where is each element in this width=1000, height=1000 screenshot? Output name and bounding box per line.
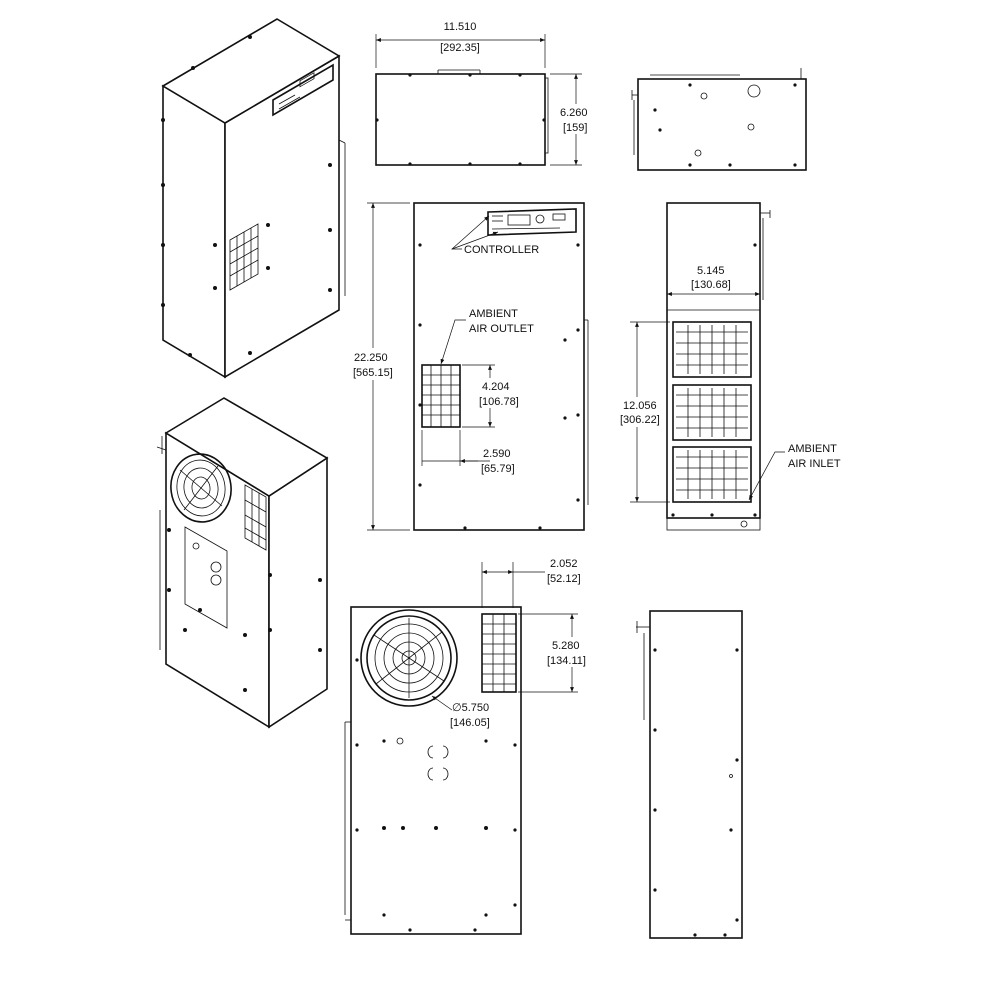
controller-panel xyxy=(487,208,577,236)
front-view xyxy=(413,202,589,531)
side-inlet-view xyxy=(666,202,771,531)
height-dimension: 22.250 [565.15] xyxy=(352,202,410,531)
inlet-height-inches: 12.056 xyxy=(623,400,657,412)
front-outlet-grille xyxy=(421,364,461,428)
top-width-dimension: 11.510 [292.35] xyxy=(375,21,546,68)
top-width-inches: 11.510 xyxy=(444,21,477,33)
inlet-height-mm: [306.22] xyxy=(620,414,660,426)
isometric-front-grille xyxy=(229,223,259,291)
outlet-label-line2: AIR OUTLET xyxy=(469,323,534,335)
controller-label: CONTROLLER xyxy=(464,244,539,256)
inlet-filter-bottom xyxy=(672,446,752,503)
outlet-height-dimension: 4.204 [106.78] xyxy=(462,364,520,428)
fan-diameter-inches: ∅5.750 xyxy=(452,702,489,714)
rear-grille-width-mm: [52.12] xyxy=(547,573,581,585)
inlet-filter-top xyxy=(672,321,752,378)
isometric-front-view xyxy=(161,18,346,379)
fan-diameter-mm: [146.05] xyxy=(450,717,490,729)
bottom-view xyxy=(631,68,807,171)
top-view xyxy=(375,69,549,166)
outlet-height-inches: 4.204 xyxy=(482,381,510,393)
rear-fan-grille xyxy=(360,609,458,707)
rear-grille-height-inches: 5.280 xyxy=(552,640,580,652)
side-width-mm: [130.68] xyxy=(691,279,731,291)
inlet-height-dimension: 12.056 [306.22] xyxy=(618,321,670,503)
outlet-callout: AMBIENT AIR OUTLET xyxy=(440,308,534,365)
outlet-offset-mm: [65.79] xyxy=(481,463,515,475)
side-view xyxy=(636,610,743,939)
side-width-dimension: 5.145 [130.68] xyxy=(666,262,761,300)
inlet-callout: AMBIENT AIR INLET xyxy=(748,443,841,501)
top-width-mm: [292.35] xyxy=(440,42,480,54)
inlet-label-line2: AIR INLET xyxy=(788,458,841,470)
inlet-label-line1: AMBIENT xyxy=(788,443,837,455)
outlet-label-line1: AMBIENT xyxy=(469,308,518,320)
rear-grille-width-dimension: 2.052 [52.12] xyxy=(481,558,581,608)
inlet-filter-middle xyxy=(672,384,752,441)
top-depth-inches: 6.260 xyxy=(560,107,588,119)
height-inches: 22.250 xyxy=(354,352,388,364)
outlet-height-mm: [106.78] xyxy=(479,396,519,408)
rear-exhaust-grille xyxy=(481,613,517,693)
side-width-inches: 5.145 xyxy=(697,265,725,277)
isometric-rear-view xyxy=(156,397,329,729)
rear-grille-height-mm: [134.11] xyxy=(547,655,586,667)
top-depth-mm: [159] xyxy=(563,122,587,134)
rear-grille-height-dimension: 5.280 [134.11] xyxy=(518,613,594,693)
isometric-rear-grille xyxy=(244,484,267,551)
rear-grille-width-inches: 2.052 xyxy=(550,558,578,570)
outlet-offset-dimension: 2.590 [65.79] xyxy=(421,430,515,475)
controller-callout: CONTROLLER xyxy=(451,215,539,256)
isometric-fan-grille xyxy=(170,453,232,523)
top-depth-dimension: 6.260 [159] xyxy=(550,73,594,166)
fan-diameter-callout: ∅5.750 [146.05] xyxy=(431,695,490,729)
rear-view xyxy=(344,606,522,935)
height-mm: [565.15] xyxy=(353,367,393,379)
outlet-offset-inches: 2.590 xyxy=(483,448,511,460)
